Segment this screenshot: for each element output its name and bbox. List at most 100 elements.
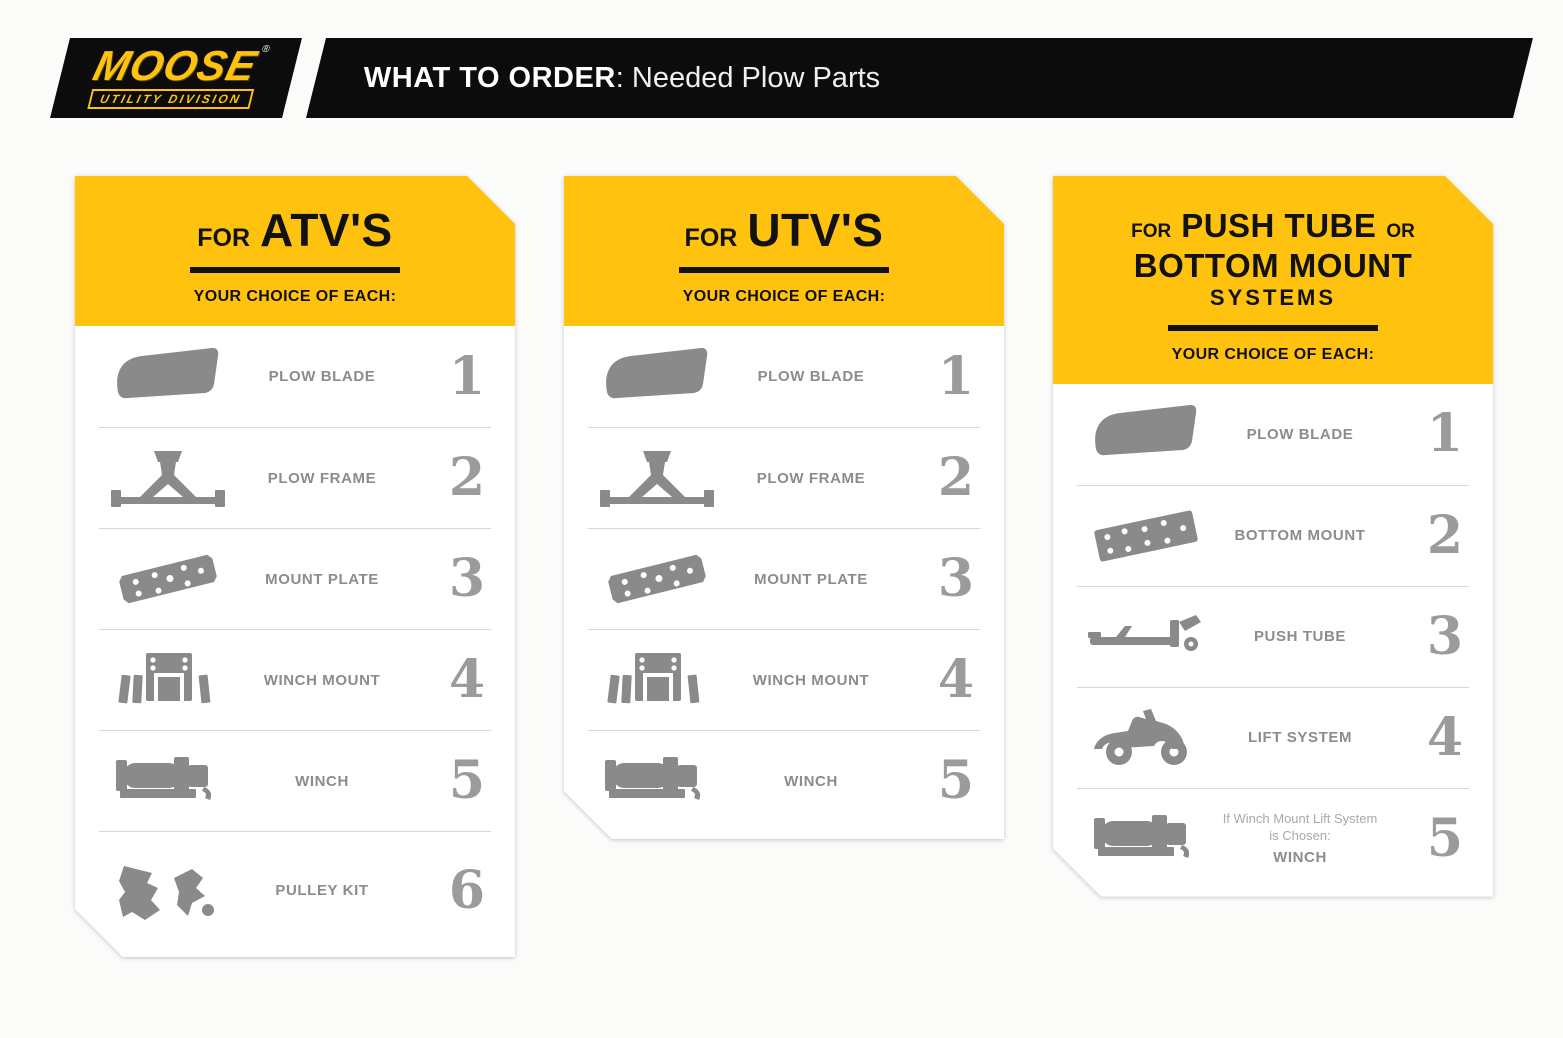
title-underline	[679, 267, 889, 273]
part-label: WINCH MOUNT	[263, 671, 381, 689]
part-row: If Winch Mount Lift System is Chosen:WIN…	[1077, 788, 1469, 889]
title-banner: WHAT TO ORDER: Needed Plow Parts	[306, 38, 1533, 118]
order-step-number: 5	[937, 750, 974, 812]
card-subtitle: YOUR CHOICE OF EACH:	[1171, 345, 1375, 363]
order-step-number: 2	[448, 447, 485, 509]
logo-name-text: MOOSE	[88, 41, 263, 89]
card-subtitle: YOUR CHOICE OF EACH:	[682, 288, 886, 306]
part-label-area: WINCH MOUNT	[237, 672, 407, 689]
plow-frame-icon	[99, 445, 237, 511]
card-title-text: PUSH TUBE	[1181, 207, 1377, 244]
banner-title: WHAT TO ORDER	[364, 61, 616, 94]
part-row: PLOW BLADE 1	[1077, 384, 1469, 485]
part-row: PUSH TUBE 3	[1077, 586, 1469, 687]
logo-subtitle: UTILITY DIVISION	[87, 89, 254, 110]
plow-blade-icon	[99, 344, 237, 410]
part-label-area: PLOW BLADE	[726, 368, 896, 385]
part-row: PLOW FRAME 2	[588, 427, 980, 528]
mount-plate-icon	[588, 546, 726, 612]
card-title-line: FOR PUSH TUBE OR	[1071, 206, 1475, 246]
card-title-text: OR	[1386, 221, 1415, 242]
part-label: MOUNT PLATE	[754, 570, 868, 588]
part-label: BOTTOM MOUNT	[1234, 527, 1366, 545]
part-row: WINCH 5	[588, 730, 980, 831]
moose-logo: MOOSE® UTILITY DIVISION	[50, 38, 302, 118]
card-title-line: BOTTOM MOUNT	[1071, 246, 1475, 286]
plow-frame-icon	[588, 445, 726, 511]
bottom-mount-icon	[1077, 503, 1215, 569]
card-title-text: FOR	[197, 224, 251, 252]
part-row: BOTTOM MOUNT 2	[1077, 485, 1469, 586]
part-row: WINCH 5	[99, 730, 491, 831]
part-row: PLOW BLADE 1	[99, 326, 491, 427]
part-label-area: WINCH	[726, 773, 896, 790]
card-subtitle: YOUR CHOICE OF EACH:	[193, 288, 397, 306]
order-step-number: 3	[1426, 605, 1463, 667]
order-step-number: 4	[1426, 706, 1463, 768]
page-header: MOOSE® UTILITY DIVISION WHAT TO ORDER: N…	[50, 38, 1533, 118]
part-label: WINCH	[295, 772, 349, 790]
lift-system-icon	[1077, 705, 1215, 771]
part-row: PULLEY KIT 6	[99, 831, 491, 949]
winch-icon	[99, 748, 237, 814]
part-label-area: WINCH	[237, 773, 407, 790]
part-label-area: If Winch Mount Lift System is Chosen:WIN…	[1215, 811, 1385, 866]
banner-text: WHAT TO ORDER: Needed Plow Parts	[364, 62, 880, 95]
part-label: PUSH TUBE	[1253, 628, 1347, 646]
logo-wordmark: MOOSE®	[89, 42, 271, 89]
winch-mount-icon	[99, 647, 237, 713]
part-row: LIFT SYSTEM 4	[1077, 687, 1469, 788]
part-label: WINCH MOUNT	[752, 671, 870, 689]
part-label-area: PLOW FRAME	[237, 470, 407, 487]
plow-blade-icon	[1077, 401, 1215, 467]
registered-trademark-icon: ®	[260, 43, 271, 55]
part-label: PLOW BLADE	[268, 368, 376, 386]
pulley-kit-icon	[99, 858, 237, 924]
order-step-number: 2	[1426, 504, 1463, 566]
title-underline	[190, 267, 400, 273]
push-tube-icon	[1077, 604, 1215, 670]
order-step-number: 5	[1426, 807, 1463, 869]
part-label: MOUNT PLATE	[265, 570, 379, 588]
order-step-number: 5	[448, 750, 485, 812]
part-label-area: LIFT SYSTEM	[1215, 729, 1385, 746]
part-label-area: BOTTOM MOUNT	[1215, 527, 1385, 544]
mount-plate-icon	[99, 546, 237, 612]
part-row: PLOW FRAME 2	[99, 427, 491, 528]
part-label-area: WINCH MOUNT	[726, 672, 896, 689]
part-label: PULLEY KIT	[275, 882, 369, 900]
part-label-area: MOUNT PLATE	[726, 571, 896, 588]
part-label: PLOW BLADE	[1246, 425, 1354, 443]
title-underline	[1168, 325, 1378, 331]
card-title-text: FOR	[1131, 221, 1172, 242]
order-step-number: 3	[448, 548, 485, 610]
card-title-text: FOR	[684, 224, 738, 252]
winch-icon	[588, 748, 726, 814]
order-step-number: 6	[448, 859, 485, 921]
part-label: PLOW FRAME	[756, 469, 866, 487]
part-label: WINCH	[1273, 848, 1327, 866]
winch-icon	[1077, 806, 1215, 872]
part-label: PLOW BLADE	[757, 368, 865, 386]
part-label-area: PLOW BLADE	[237, 368, 407, 385]
order-step-number: 1	[448, 345, 485, 407]
part-label-area: PLOW FRAME	[726, 470, 896, 487]
order-step-number: 1	[1426, 403, 1463, 465]
order-step-number: 2	[937, 447, 974, 509]
